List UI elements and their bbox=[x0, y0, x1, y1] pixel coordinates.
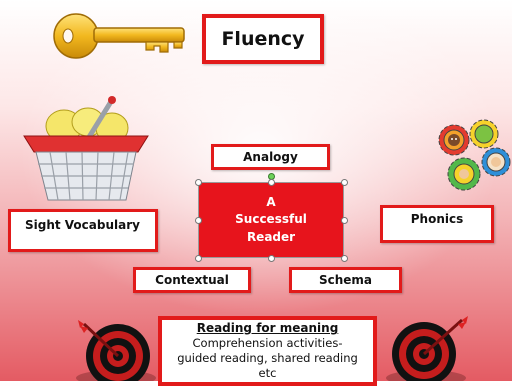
sight-vocabulary-box: Sight Vocabulary bbox=[8, 209, 158, 252]
basket-icon bbox=[23, 96, 149, 201]
resize-handle-n[interactable] bbox=[268, 179, 275, 186]
resize-handle-s[interactable] bbox=[268, 255, 275, 262]
analogy-box: Analogy bbox=[211, 144, 330, 170]
schema-box: Schema bbox=[289, 267, 402, 293]
center-box[interactable]: A Successful Reader bbox=[198, 182, 344, 258]
reading-for-meaning-box: Reading for meaning Comprehension activi… bbox=[158, 316, 377, 386]
analogy-label: Analogy bbox=[243, 150, 298, 164]
phonics-box: Phonics bbox=[380, 205, 494, 243]
target-icon bbox=[386, 316, 468, 381]
resize-handle-se[interactable] bbox=[341, 255, 348, 262]
contextual-label: Contextual bbox=[155, 273, 229, 287]
page-title: Fluency bbox=[221, 28, 305, 50]
center-line-3: Reader bbox=[246, 229, 296, 244]
key-icon bbox=[53, 13, 185, 59]
resize-handle-sw[interactable] bbox=[195, 255, 202, 262]
schema-label: Schema bbox=[318, 273, 373, 287]
resize-handle-e[interactable] bbox=[341, 217, 348, 224]
resize-handle-ne[interactable] bbox=[341, 179, 348, 186]
gears-icon bbox=[438, 119, 511, 191]
reading-line-3: etc bbox=[258, 366, 277, 380]
reading-heading: Reading for meaning bbox=[196, 321, 339, 335]
target-icon bbox=[76, 320, 156, 381]
resize-handle-nw[interactable] bbox=[195, 179, 202, 186]
title-box: Fluency bbox=[202, 14, 324, 64]
reading-line-1: Comprehension activities- bbox=[192, 336, 343, 350]
contextual-box: Contextual bbox=[133, 267, 251, 293]
center-line-2: Successful bbox=[235, 212, 307, 227]
center-line-1: A bbox=[266, 194, 276, 209]
resize-handle-w[interactable] bbox=[195, 217, 202, 224]
phonics-label: Phonics bbox=[410, 212, 464, 226]
sight-vocabulary-label: Sight Vocabulary bbox=[25, 217, 140, 232]
reading-line-2: guided reading, shared reading bbox=[177, 351, 358, 365]
